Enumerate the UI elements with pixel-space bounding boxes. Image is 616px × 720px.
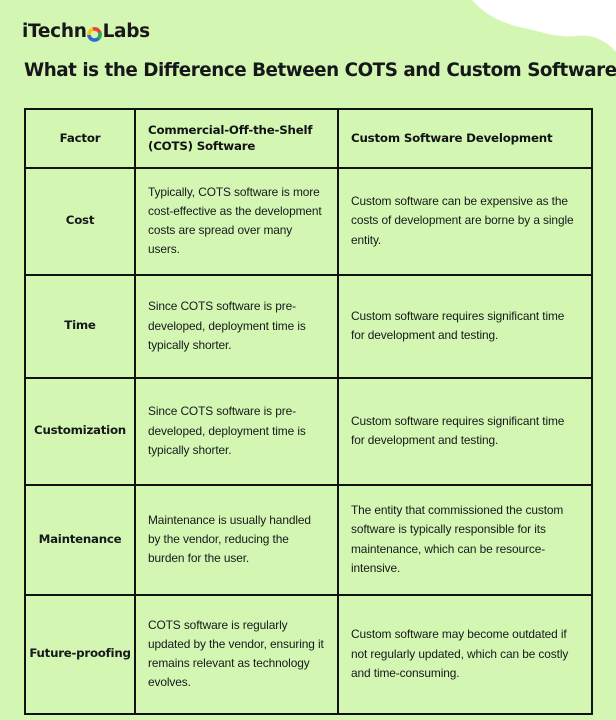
cots-vs-custom-table: Factor Commercial-Off-the-Shelf (COTS) S… <box>24 108 593 715</box>
corner-wave-decoration <box>446 0 616 62</box>
cell-cots-cost: Typically, COTS software is more cost-ef… <box>134 166 339 276</box>
cell-cots-future-proofing: COTS software is regularly updated by th… <box>134 593 339 715</box>
cell-custom-customization: Custom software requires significant tim… <box>337 376 593 486</box>
comparison-table-container: Factor Commercial-Off-the-Shelf (COTS) S… <box>24 108 593 715</box>
row-factor-future-proofing: Future-proofing <box>24 593 136 715</box>
page-title: What is the Difference Between COTS and … <box>24 60 616 81</box>
brand-name-suffix: Labs <box>102 20 151 42</box>
row-factor-time: Time <box>24 273 136 379</box>
cell-custom-cost: Custom software can be expensive as the … <box>337 166 593 276</box>
brand-name-prefix: iTechn <box>22 20 87 42</box>
row-factor-maintenance: Maintenance <box>24 483 136 596</box>
table-row: Customization Since COTS software is pre… <box>24 376 593 486</box>
multicolor-ring-icon <box>87 26 103 42</box>
column-header-cots: Commercial-Off-the-Shelf (COTS) Software <box>134 108 339 169</box>
table-row: Time Since COTS software is pre-develope… <box>24 273 593 379</box>
cell-custom-maintenance: The entity that commissioned the custom … <box>337 483 593 596</box>
table-header-row: Factor Commercial-Off-the-Shelf (COTS) S… <box>24 108 593 169</box>
brand-logo: iTechn Labs <box>22 20 150 44</box>
row-factor-cost: Cost <box>24 166 136 276</box>
row-factor-customization: Customization <box>24 376 136 486</box>
table-row: Cost Typically, COTS software is more co… <box>24 166 593 276</box>
table-row: Maintenance Maintenance is usually handl… <box>24 483 593 596</box>
cell-cots-customization: Since COTS software is pre-developed, de… <box>134 376 339 486</box>
column-header-custom: Custom Software Development <box>337 108 593 169</box>
cell-cots-time: Since COTS software is pre-developed, de… <box>134 273 339 379</box>
cell-custom-time: Custom software requires significant tim… <box>337 273 593 379</box>
column-header-factor: Factor <box>24 108 136 169</box>
cell-custom-future-proofing: Custom software may become outdated if n… <box>337 593 593 715</box>
cell-cots-maintenance: Maintenance is usually handled by the ve… <box>134 483 339 596</box>
table-row: Future-proofing COTS software is regular… <box>24 593 593 715</box>
